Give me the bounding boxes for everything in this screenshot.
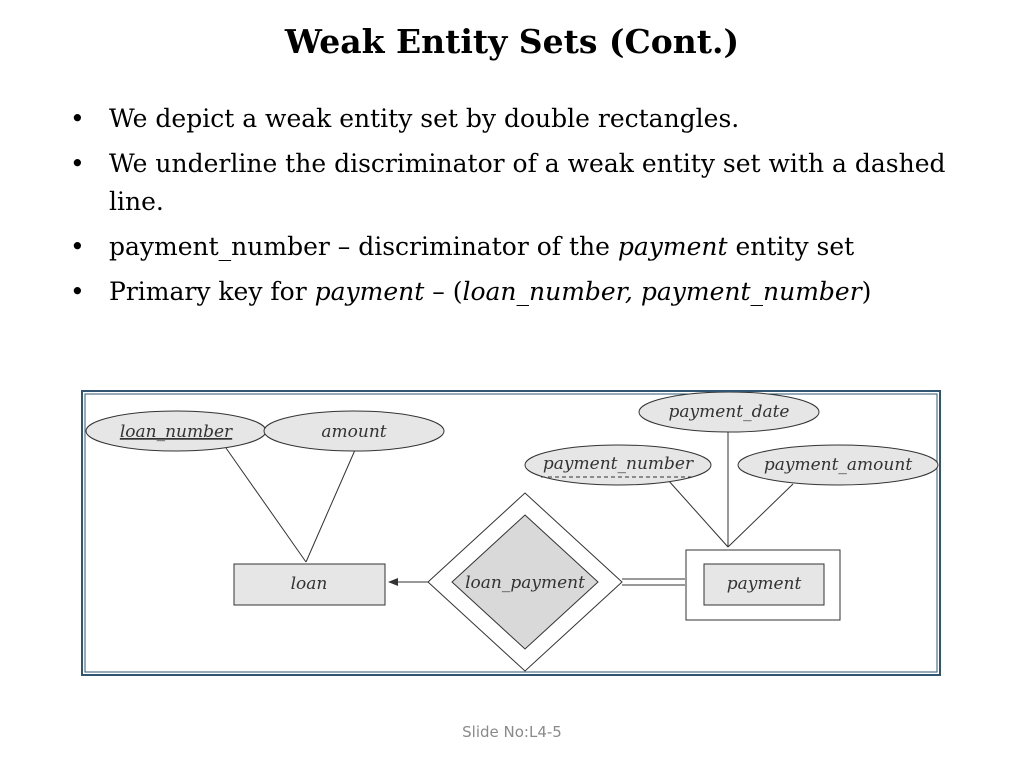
connector-line (305, 449, 356, 563)
svg-text:payment_number: payment_number (543, 454, 694, 474)
entity-loan: loan (233, 563, 386, 606)
bullet-italic-text: payment (314, 277, 425, 306)
svg-text:loan: loan (291, 574, 328, 594)
attribute-loan-number: loan_number (85, 410, 267, 452)
attribute-payment-number: payment_number (524, 444, 712, 486)
attribute-payment-amount: payment_amount (737, 444, 939, 486)
bullet-item: We depict a weak entity set by double re… (70, 100, 950, 138)
entity-payment: payment (685, 549, 841, 621)
slide-title: Weak Entity Sets (Cont.) (284, 22, 740, 61)
svg-text:payment_amount: payment_amount (764, 455, 912, 475)
svg-text:loan_number: loan_number (120, 422, 233, 442)
bullet-item: We underline the discriminator of a weak… (70, 145, 950, 221)
diagram-inner-border (84, 393, 938, 673)
svg-text:payment_date: payment_date (669, 402, 790, 422)
bullet-italic-text: loan_number, payment_number (462, 277, 862, 306)
slide-number: Slide No:L4-5 (462, 723, 562, 741)
bullet-text: We underline the discriminator of a weak… (109, 149, 946, 216)
connector-line (225, 447, 307, 563)
er-diagram: loan_number amount payment_date payment_… (81, 390, 941, 676)
attribute-amount: amount (263, 410, 445, 452)
svg-text:payment: payment (727, 574, 802, 594)
bullet-list: We depict a weak entity set by double re… (70, 100, 950, 318)
bullet-item: Primary key for payment – (loan_number, … (70, 273, 950, 311)
er-diagram-canvas: loan_number amount payment_date payment_… (84, 392, 939, 673)
relationship-loan-payment: loan_payment (427, 492, 623, 672)
connector-line (667, 479, 729, 548)
bullet-text: ) (861, 277, 872, 306)
bullet-text: – ( (424, 277, 463, 306)
attribute-payment-date: payment_date (638, 392, 820, 433)
connector-line (727, 483, 794, 548)
svg-text:loan_payment: loan_payment (465, 573, 585, 593)
bullet-text: entity set (727, 232, 855, 261)
bullet-text: We depict a weak entity set by double re… (109, 104, 740, 133)
bullet-text: Primary key for (109, 277, 315, 306)
svg-text:amount: amount (321, 422, 386, 442)
bullet-text: payment_number – discriminator of the (109, 232, 618, 261)
bullet-italic-text: payment (617, 232, 728, 261)
bullet-item: payment_number – discriminator of the pa… (70, 228, 950, 266)
